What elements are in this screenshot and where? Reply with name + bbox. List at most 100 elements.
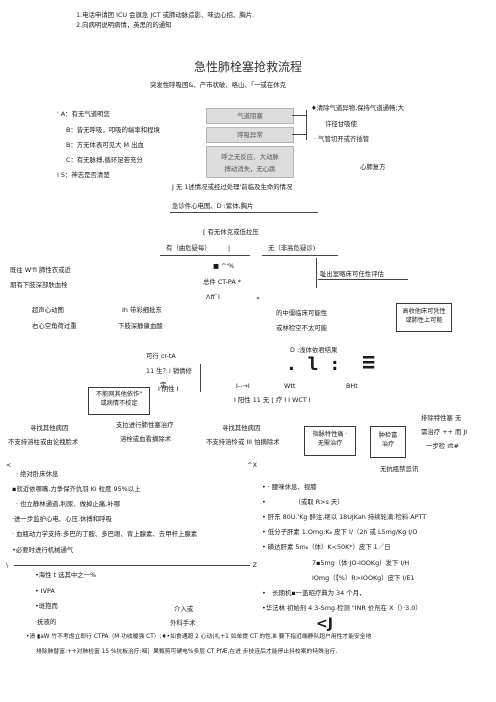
high-probability-line-2: 或肺性上可能 — [405, 317, 443, 324]
ct-branch-negative: I 阴性 I — [158, 385, 179, 393]
panel-corner-bottom-right: Z — [252, 561, 257, 569]
history-note-1: 既往 W'fi 肺性衣或近 — [10, 266, 71, 274]
treat-line-2: 治疗 — [381, 441, 395, 448]
treat-box: 肿检富 治疗 — [370, 426, 406, 458]
ct-branch-1: 可行 cr-tA — [146, 352, 176, 360]
no-treatment-line-2: 无需治疗 — [317, 440, 343, 447]
panel-corner-bottom-left: \ — [6, 561, 9, 569]
no-contraindication: 无抗瓶禁忌讯 — [380, 465, 419, 473]
find-other-cause-4: 不支持溶怜或 III 怕摘除术 — [206, 438, 280, 446]
underline — [160, 255, 250, 256]
exclude-1: 排除特性塞 无 — [421, 414, 462, 422]
action-cpr: 心肺复方 — [360, 163, 386, 171]
ddimer-label: D :浅体依君结果 — [290, 346, 338, 354]
action-airway-1: ♦清除气道异物,保持气道通畅;大 — [311, 104, 404, 112]
panel-underline — [14, 565, 250, 566]
no-treatment-line-1: 指脉特性痛 · — [312, 431, 348, 438]
thrombolysis-3: •斑抱而 — [35, 602, 58, 610]
no-treatment-box: 指脉特性痛 · 无需治疗 — [304, 426, 356, 456]
check-a: ' A：有无气道明您 — [57, 110, 110, 118]
no-response-line-2: 搏动消失，无心跳 — [224, 165, 276, 173]
find-other-cause-2: 不支持溶柱或由论拽脸术 — [8, 438, 79, 446]
low-probability-1: 的中僵临床可能性 — [276, 309, 328, 317]
ddimer-negative: I 阳性 11 无 [ 疗 I I WCT I — [234, 396, 311, 404]
panel-item-5: · 血瓶动力学支持:多巴的丁胺、多巴眼、背上腺素、去甲杆上腺素 — [12, 530, 198, 538]
panel-corner-right: ^X — [247, 461, 257, 469]
ddimer-big-equal: ≡ — [362, 350, 376, 375]
low-probability-2: 或林检空不太可能 — [276, 324, 328, 332]
middle-mark-1: ■ ^'% — [213, 262, 235, 270]
exclude-2: 需治疗 ++ 而 JI — [421, 428, 468, 436]
anticoag-4: • 低分子肝素 1.Omg:K₆ 皮下 I/（2h 或 L5mg/Kg I/O — [262, 528, 418, 536]
shock-question: [ 有无休克或低拉压 — [203, 228, 259, 236]
echo-result: 右心空角荷过重 — [32, 322, 77, 330]
ddimer-arrow: I--→I — [236, 382, 250, 390]
support-treatment-2: 溶栓或血看摘除术 — [120, 435, 172, 443]
unable-line-2: 或病情不校定 — [100, 400, 138, 407]
unable-box: 不能网其他依作" 或病情不校定 — [88, 387, 150, 415]
no-response-box: 呼之无反应、大动脉 搏动消失，无心跳 — [206, 146, 294, 178]
clinical-assessment: 耻出室略床可任性评估 — [320, 270, 384, 278]
handwritten-mark: <J — [316, 616, 333, 632]
check-b: B：皆无呼吸，叩吸的端率和程境 — [66, 126, 160, 134]
intervention-1: 介入或 — [174, 605, 194, 613]
find-other-cause-3: 寻找其他病因 — [222, 424, 261, 432]
echo-label: 超声心动图 — [32, 306, 64, 314]
panel-corner-left: < — [6, 461, 12, 469]
ct-branch-3: 定 — [160, 381, 167, 389]
ct-branch-2: 11 生？i 销情修 — [146, 367, 192, 375]
panel-item-3: · 也立静林通道,利尿、做掉止痛,补哪 — [16, 500, 120, 508]
action-intubate: · 气管切开或齐插管 — [314, 135, 370, 143]
connector — [292, 134, 306, 135]
anticoag-9: •华法林 初始剂 4 3-Smg.检测 "INR 价剂在 X（）·3.0） — [262, 604, 422, 612]
general-treatment-panel: < ^X · 绝对卧床休息 ▪就近依哪嘴,力争保齐仇羽 Ki 粒度 95%以上 … — [6, 461, 257, 569]
footer-line-2: 排除肺替富:++对肺检富 15 %抗板治疗:咽］果甄剪可硬电%多层 CT PfÆ… — [36, 649, 338, 655]
anticoag-7: IOmg（【%）R>IOOKg）皮下 I/E1 — [312, 574, 415, 582]
exclude-3: 一步检 ift# — [426, 442, 459, 450]
no-response-line-1: 呼之无反应、大动脉 — [221, 153, 279, 161]
check-c1: B：方无体表可见大 M 出血 — [66, 141, 144, 149]
anticoag-8: • 长期机▪一盖昭疗典为 34 个月， — [262, 589, 366, 597]
intervention-2: 外科手术 — [170, 619, 196, 627]
instruction-line-2: 2.向病明说明病情，英黑的的通知 — [76, 21, 172, 29]
thrombolysis-2: • IVPA — [35, 587, 55, 595]
connector — [292, 115, 306, 116]
anticoag-1: • · 腰咪休息、视膝 — [262, 483, 317, 491]
ddimer-bht: BHt — [346, 382, 358, 390]
anticoag-6: 7▪5mg（体·JO-IOOKg）发下 I/H — [312, 559, 410, 567]
high-probability-line-1: 高收他床可凭性 — [402, 308, 446, 315]
panel-item-4: ·进一步监护心电、心压.休搏和呼吸 — [12, 515, 112, 523]
anticoag-3: • 肝东 80U.'Kg 醉注,继以 18UJKah 持续轮滴.检料 APTT — [262, 513, 427, 521]
ddimer-big-mark: . l : — [286, 354, 341, 375]
treat-line-1: 肿检富 — [378, 432, 398, 439]
connector — [306, 110, 307, 140]
check-d: I S：神志是否清楚 — [57, 171, 110, 179]
subtitle: 突发性呼吸困&、产市状破、咯山、「一或在休克 — [150, 81, 286, 89]
ultrasound-label: Ih 带彩细批东 — [122, 306, 162, 314]
history-note-2: 期有下肢深部肤血栓 — [10, 281, 68, 289]
underline — [170, 212, 318, 213]
middle-mark-4: « — [256, 294, 260, 302]
instruction-line-1: 1.电话申请团 ICU 会旗急 JCT 或肺动脉造影、味边心招、胸片. — [76, 11, 255, 19]
ultrasound-result: 下肢深静康血酸 — [118, 322, 163, 330]
underline — [318, 279, 408, 280]
exam-note: 急诊件心电图、D :紫体,胸片 — [172, 202, 254, 210]
ctpa-label: 总件 CT-PA * — [203, 278, 241, 286]
find-other-cause-1: 寻找其他病因 — [30, 424, 69, 432]
breathing-abnormal-box: 呼吸异常 — [206, 127, 294, 143]
shock-yes: 有（曲危疑每） — [166, 244, 211, 252]
underline — [262, 255, 338, 256]
airway-obstruction-box: 气道阻塞 — [206, 108, 294, 124]
thrombolysis-4: ·抚液的 — [35, 618, 57, 626]
panel-item-6: •必要时进行机械通气 — [12, 546, 74, 554]
anticoag-2: • （或取 R>s 天） — [262, 498, 344, 506]
connector — [316, 258, 317, 288]
connector — [200, 364, 201, 392]
unable-line-1: 不能网其他依作" — [95, 391, 143, 398]
footer-line-1: •溃 ▮aW 竹不考虑立即行 CTPA（M 功收暖强 CT）;♦•如食通超 2 … — [26, 634, 372, 640]
action-airway-2: 许径甘吸使 — [325, 120, 357, 128]
divider-mark: | — [228, 244, 231, 252]
support-treatment-1: 支拉进行肺性塞治疗 — [116, 421, 174, 429]
panel-item-2: ▪就近依哪嘴,力争保齐仇羽 Ki 粒度 95%以上 — [12, 485, 141, 493]
high-probability-box: 高收他床可凭性 或肺性上可能 — [396, 303, 452, 332]
